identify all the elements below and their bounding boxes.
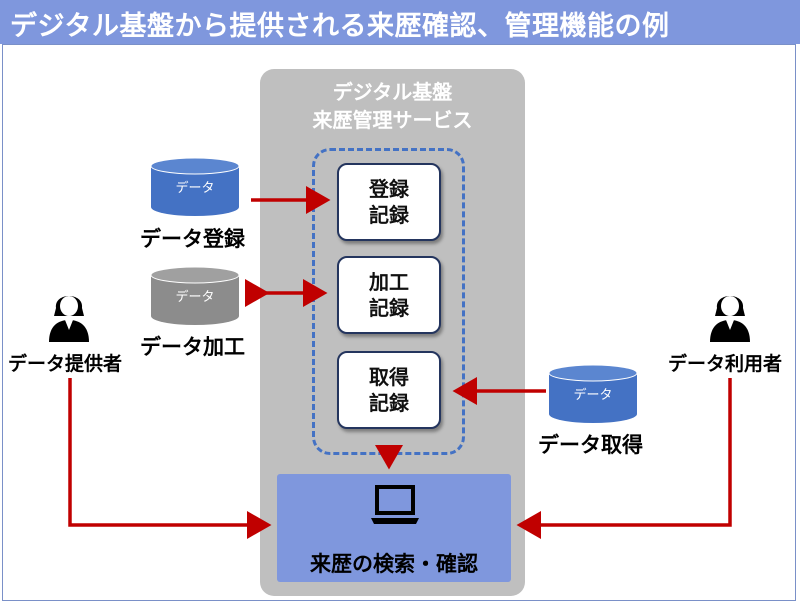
provider-label: データ提供者	[8, 353, 123, 375]
registration-record-line2: 記録	[369, 203, 409, 227]
platform-title-line1: デジタル基盤	[332, 80, 453, 104]
registration-record: 登録記録	[337, 163, 441, 241]
user-to-search-arrow	[516, 378, 732, 539]
registration-record-line1: 登録	[369, 177, 409, 201]
diagram-frame	[2, 44, 796, 601]
database-icon	[548, 364, 638, 423]
acquisition-record-line2: 記録	[369, 391, 409, 415]
person-icon	[49, 296, 89, 342]
processing-database-label: データ	[175, 290, 215, 305]
platform-title-line2: 来歴管理サービス	[312, 108, 473, 132]
acquisition-record-line1: 取得	[369, 365, 409, 389]
search-label: 来歴の検索・確認	[310, 552, 478, 576]
processing-record: 加工記録	[337, 256, 441, 334]
person-icon	[710, 296, 750, 342]
processing-record-line2: 記録	[369, 296, 409, 320]
provider-to-search-arrow	[68, 378, 272, 539]
acquisition-record: 取得記録	[337, 351, 441, 429]
user-label: データ利用者	[668, 353, 783, 375]
processing-database: データ	[150, 266, 240, 326]
title-bar: デジタル基盤から提供される来歴確認、管理機能の例	[0, 0, 800, 44]
acquisition-database-label: データ	[573, 388, 613, 403]
acquisition-caption: データ取得	[538, 433, 643, 457]
laptop-icon	[371, 485, 419, 524]
processing-record-line1: 加工	[369, 270, 409, 294]
page-title: デジタル基盤から提供される来歴確認、管理機能の例	[10, 11, 670, 42]
acquisition-database: データ	[548, 364, 638, 424]
registration-database: データ	[150, 157, 240, 217]
registration-caption: データ登録	[140, 227, 245, 251]
provenance-search-panel: 来歴の検索・確認	[277, 474, 511, 582]
registration-database-label: データ	[175, 181, 215, 196]
database-icon	[150, 157, 240, 216]
database-icon	[150, 266, 240, 325]
processing-caption: データ加工	[140, 335, 245, 359]
